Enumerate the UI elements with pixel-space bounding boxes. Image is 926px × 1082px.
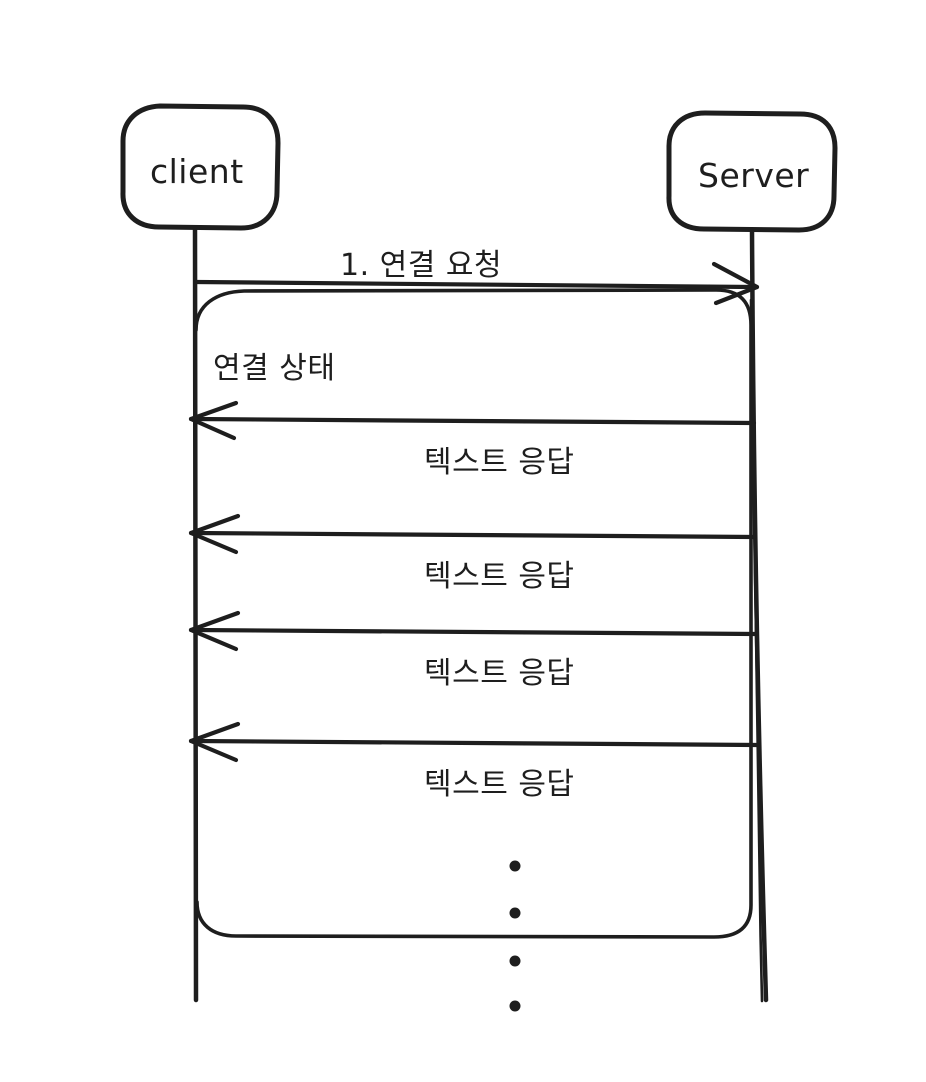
activation-box xyxy=(194,288,753,939)
message-arrow-4 xyxy=(188,610,759,652)
message-arrow-1 xyxy=(193,261,760,306)
server-node-label: Server xyxy=(698,156,810,195)
connection-state-note-label: 연결 상태 xyxy=(213,351,336,386)
server-lifeline xyxy=(749,227,769,1003)
ellipsis-dots xyxy=(509,860,521,1012)
message-arrow-5 xyxy=(188,721,760,763)
client-node-box[interactable] xyxy=(120,103,281,231)
client-lifeline xyxy=(192,225,199,1003)
message-arrow-3 xyxy=(188,513,757,555)
server-node-box[interactable] xyxy=(666,110,838,233)
message-label-5: 텍스트 응답 xyxy=(424,767,575,802)
message-label-4: 텍스트 응답 xyxy=(424,656,575,691)
client-node-label: client xyxy=(150,152,244,191)
message-label-3: 텍스트 응답 xyxy=(424,559,575,594)
message-arrow-2 xyxy=(188,400,757,441)
message-label-2: 텍스트 응답 xyxy=(424,445,575,480)
message-label-1: 1. 연결 요청 xyxy=(340,248,503,283)
